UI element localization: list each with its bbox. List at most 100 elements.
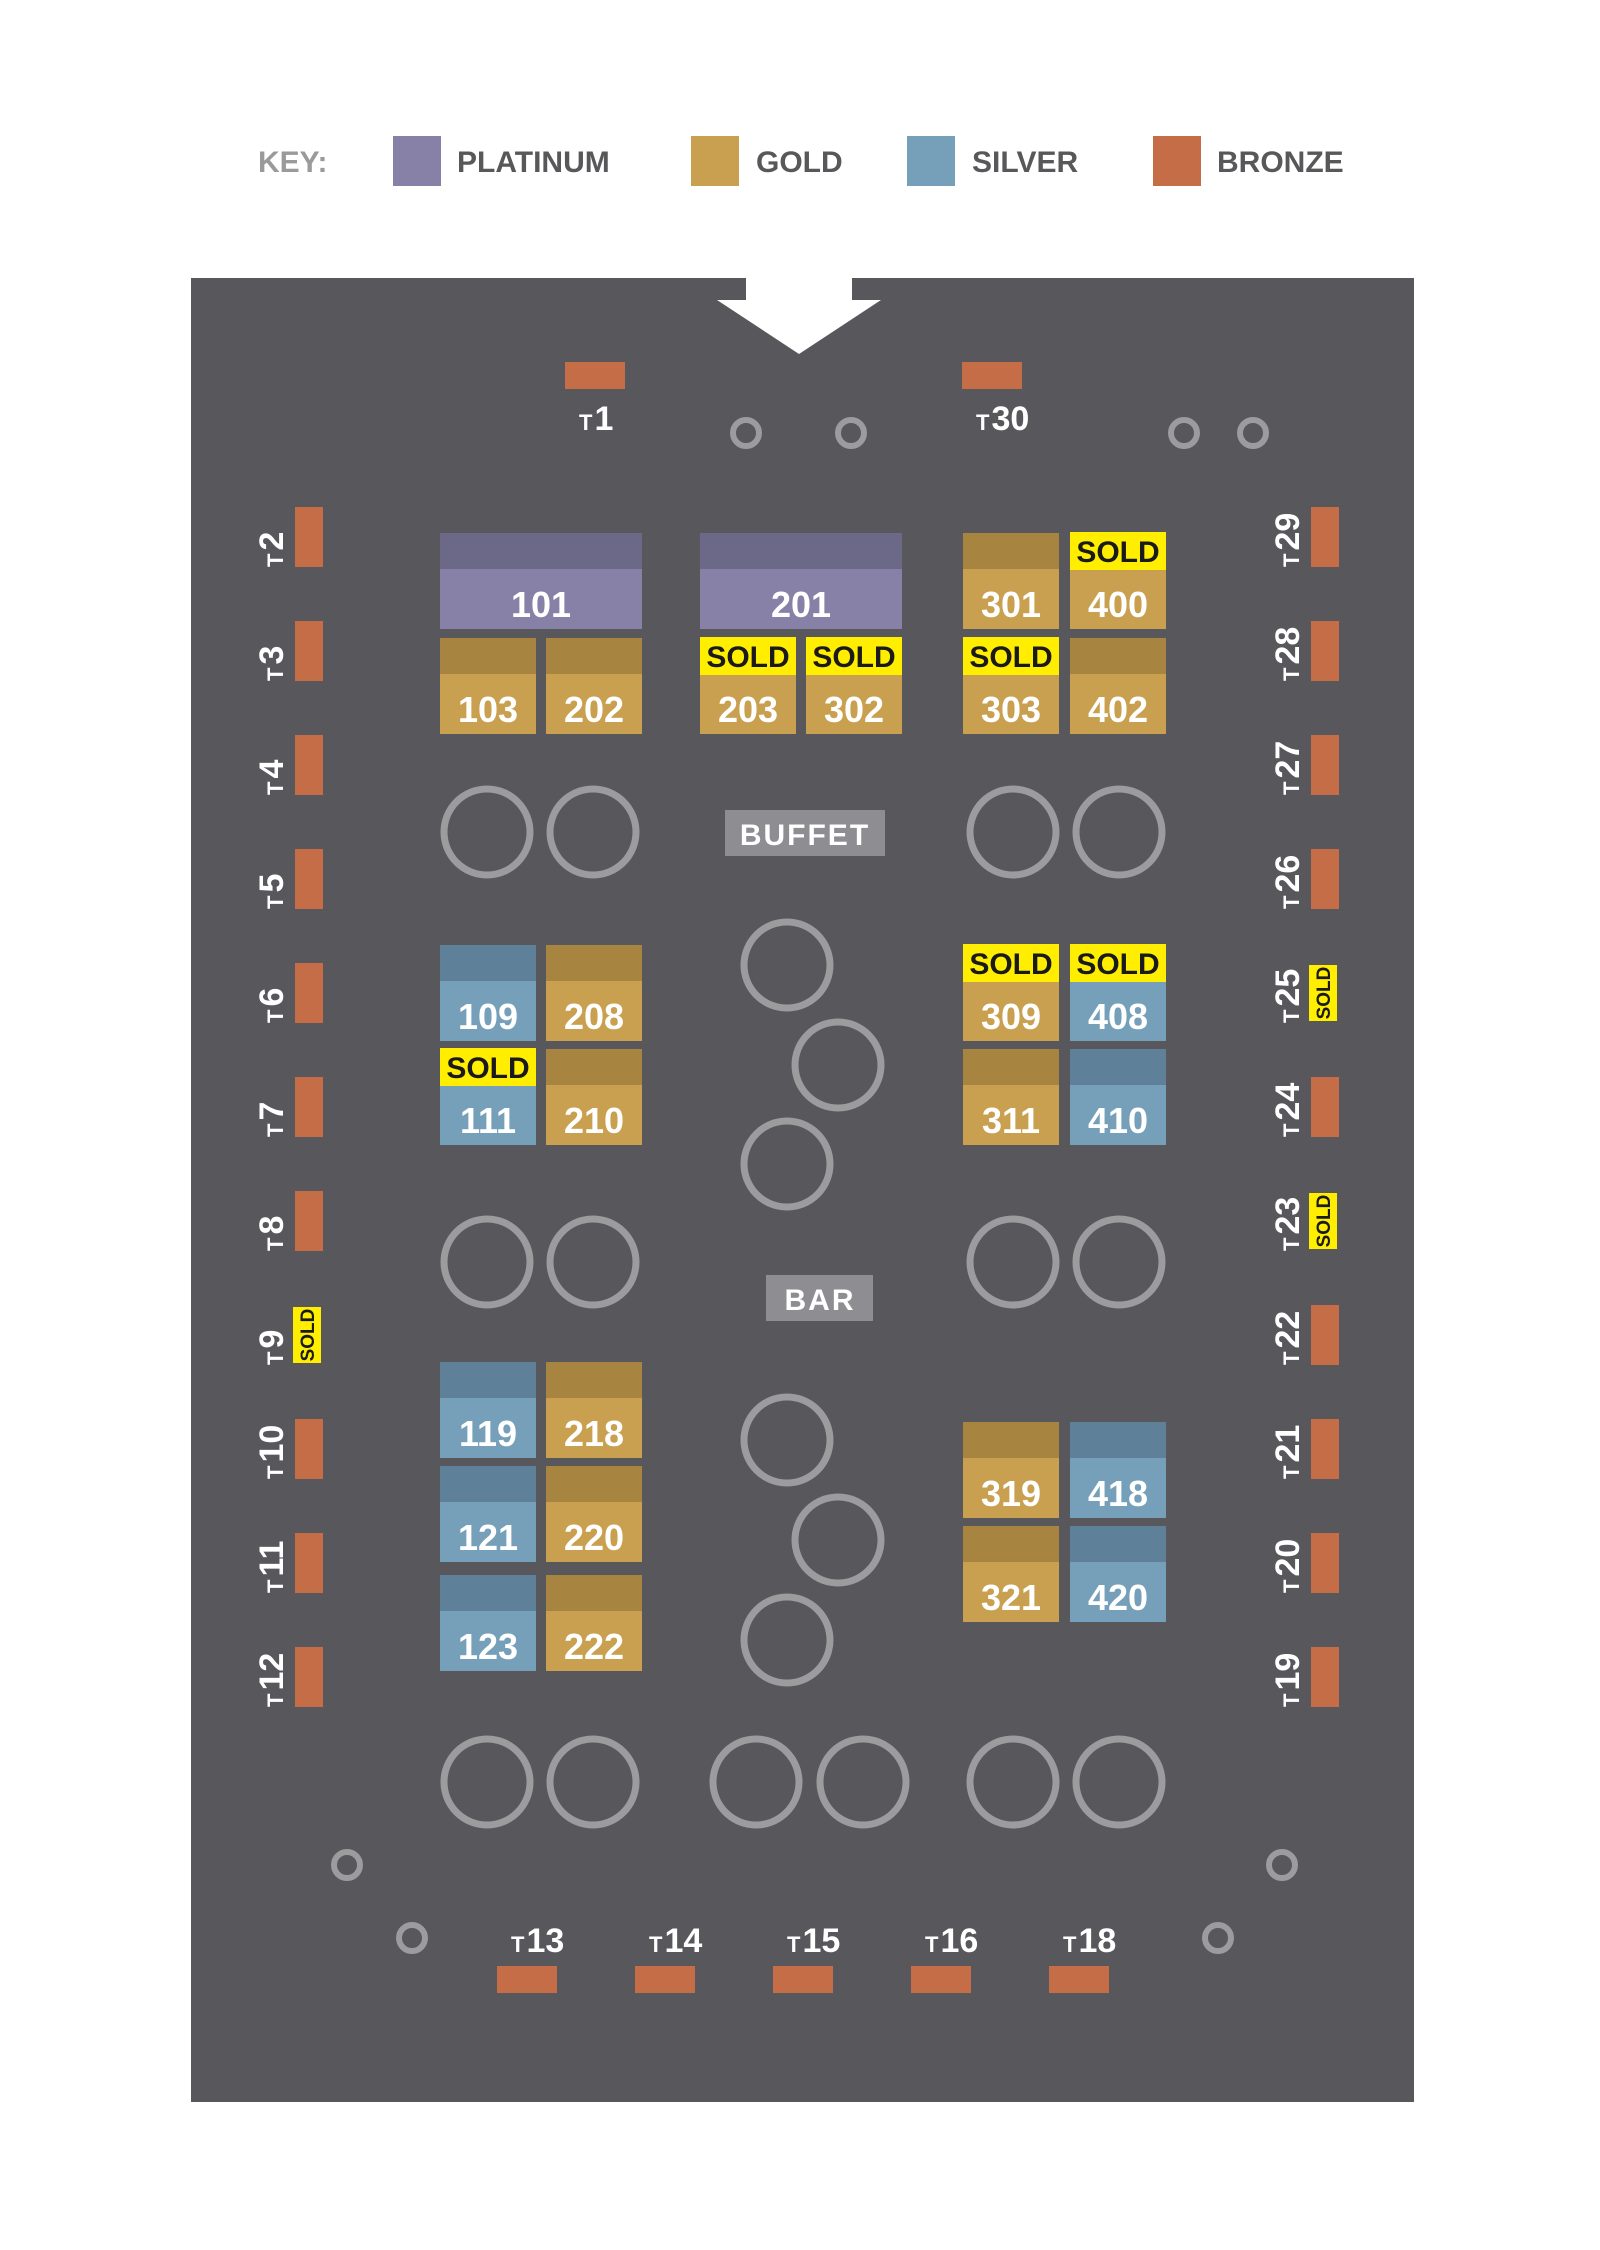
booth-408[interactable]: SOLD 408	[1070, 944, 1166, 1041]
booth-301[interactable]: 301	[963, 533, 1059, 629]
booth-208[interactable]: 208	[546, 945, 642, 1041]
table-prefix: T	[1279, 1123, 1304, 1137]
table-shape	[295, 621, 323, 681]
legend-label-silver: SILVER	[972, 146, 1078, 179]
table-prefix: T	[263, 1465, 288, 1479]
table-label: T11	[253, 1541, 291, 1593]
booth-119[interactable]: 119	[440, 1362, 536, 1458]
table-prefix: T	[1279, 1579, 1304, 1593]
booth-319[interactable]: 319	[963, 1422, 1059, 1518]
booth-header	[1070, 1422, 1166, 1458]
booth-number: 402	[1088, 689, 1148, 730]
table-number: 18	[1078, 1922, 1116, 1960]
table-t18[interactable]: T18	[1049, 1922, 1116, 1993]
table-t27[interactable]: T27	[1269, 735, 1339, 795]
table-number: 10	[253, 1425, 291, 1463]
table-t24[interactable]: T24	[1269, 1077, 1339, 1137]
table-label: T9	[253, 1330, 291, 1365]
booth-201[interactable]: 201	[700, 533, 902, 629]
booth-101[interactable]: 101	[440, 533, 642, 629]
table-t10[interactable]: T 10	[253, 1419, 323, 1479]
booth-220[interactable]: 220	[546, 1466, 642, 1562]
table-t15[interactable]: T15	[773, 1922, 840, 1993]
table-t12[interactable]: T12	[253, 1647, 323, 1707]
table-t22[interactable]: T22	[1269, 1305, 1339, 1365]
table-t4[interactable]: T4	[253, 735, 323, 795]
booth-202[interactable]: 202	[546, 638, 642, 734]
table-label: T 25	[1269, 969, 1307, 1023]
table-shape	[635, 1966, 695, 1993]
table-t16[interactable]: T16	[911, 1922, 978, 1993]
booth-410[interactable]: 410	[1070, 1049, 1166, 1145]
table-t14[interactable]: T14	[635, 1922, 702, 1993]
booth-311[interactable]: 311	[963, 1049, 1059, 1145]
table-prefix: T	[1279, 1465, 1304, 1479]
round-table	[816, 1735, 910, 1829]
table-t7[interactable]: T7	[253, 1077, 323, 1137]
table-shape	[1311, 1305, 1339, 1365]
booth-420[interactable]: 420	[1070, 1526, 1166, 1622]
sold-badge-label: SOLD	[1076, 948, 1159, 981]
booth-header	[546, 1362, 642, 1398]
table-t13[interactable]: T13	[497, 1922, 564, 1993]
table-prefix: T	[1279, 1009, 1304, 1023]
booth-number: 418	[1088, 1473, 1148, 1514]
table-t8[interactable]: T8	[253, 1191, 323, 1251]
booth-number: 222	[564, 1626, 624, 1667]
table-t28[interactable]: T28	[1269, 621, 1339, 681]
table-t29[interactable]: T29	[1269, 507, 1339, 567]
table-prefix: T	[263, 781, 288, 795]
table-t19[interactable]: T19	[1269, 1647, 1339, 1707]
booth-number: 311	[982, 1100, 1040, 1141]
table-t5[interactable]: T5	[253, 849, 323, 909]
round-table	[709, 1735, 803, 1829]
table-shape	[1311, 621, 1339, 681]
booth-123[interactable]: 123	[440, 1575, 536, 1671]
table-prefix: T	[263, 1351, 288, 1365]
sold-badge-label: SOLD	[969, 641, 1052, 674]
table-label: T24	[1269, 1083, 1307, 1137]
table-number: 13	[526, 1922, 564, 1960]
table-prefix: T	[263, 553, 288, 567]
booth-number: 408	[1088, 996, 1148, 1037]
table-number: 28	[1269, 627, 1307, 665]
table-t2[interactable]: T2	[253, 507, 323, 567]
booth-402[interactable]: 402	[1070, 638, 1166, 734]
booth-header	[1070, 1049, 1166, 1085]
round-table	[740, 1393, 834, 1487]
booth-321[interactable]: 321	[963, 1526, 1059, 1622]
table-label: T5	[253, 874, 291, 909]
booth-109[interactable]: 109	[440, 945, 536, 1041]
table-t20[interactable]: T20	[1269, 1533, 1339, 1593]
table-t1[interactable]: T1	[565, 362, 625, 438]
booth-number: 218	[564, 1413, 624, 1454]
table-number: 25	[1269, 969, 1307, 1007]
table-t30[interactable]: T30	[962, 362, 1029, 438]
booth-121[interactable]: 121	[440, 1466, 536, 1562]
booth-222[interactable]: 222	[546, 1575, 642, 1671]
table-t21[interactable]: T21	[1269, 1419, 1339, 1479]
table-label: T26	[1269, 855, 1307, 909]
table-t26[interactable]: T26	[1269, 849, 1339, 909]
table-t3[interactable]: T3	[253, 621, 323, 681]
booth-418[interactable]: 418	[1070, 1422, 1166, 1518]
booth-210[interactable]: 210	[546, 1049, 642, 1145]
table-t6[interactable]: T6	[253, 963, 323, 1023]
round-table	[1072, 785, 1166, 879]
booth-number: 101	[511, 584, 571, 625]
table-prefix: T	[511, 1932, 525, 1957]
table-t11[interactable]: T11	[253, 1533, 323, 1593]
table-label: T12	[253, 1653, 291, 1707]
booth-218[interactable]: 218	[546, 1362, 642, 1458]
booth-103[interactable]: 103	[440, 638, 536, 734]
